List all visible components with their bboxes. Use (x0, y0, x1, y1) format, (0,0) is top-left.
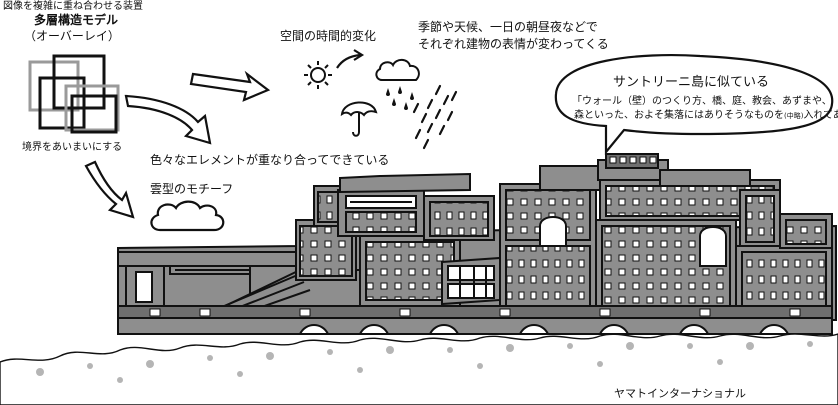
company-credit: ヤマトインターナショナル (614, 387, 746, 400)
cloud-rain-icon (375, 58, 420, 110)
speech-line-2: 森といった、およそ集落にはありそうなものを(中略)入れてある」 (574, 110, 838, 121)
cloud-motif-label: 雲型のモチーフ (150, 182, 234, 196)
speech-bubble (554, 53, 834, 156)
speech-line-1: 「ウォール（壁）のつくり方、橋、庭、教会、あずまや、 (572, 96, 832, 107)
multilayer-title: 多層構造モデル (34, 13, 119, 27)
rain-streaks-icon (412, 84, 458, 150)
speech-title: サントリーニ島に似ている (613, 75, 770, 90)
boundary-note: 境界をあいまいにする (22, 142, 123, 153)
arrow-icon (84, 49, 365, 219)
umbrella-icon (340, 101, 378, 137)
multilayer-subtitle: （オーバーレイ） (24, 29, 120, 43)
elements-note: 色々なエレメントが重なり合ってできている (150, 153, 390, 167)
speech-omission: (中略) (784, 112, 804, 120)
foundation-arches (117, 317, 833, 335)
rocky-shore (0, 333, 838, 405)
battleship-island-buildings (117, 153, 837, 322)
overlay-squares-icon (28, 54, 120, 134)
temporal-title: 空間の時間的変化 (280, 29, 377, 43)
temporal-desc-2: それぞれ建物の表情が変わってくる (418, 37, 609, 51)
cloud-icon (150, 200, 225, 232)
caption-top: 図像を複雑に重ね合わせる装置 (3, 1, 143, 12)
temporal-desc-1: 季節や天候、一日の朝昼夜などで (418, 20, 598, 34)
sun-icon (304, 61, 332, 89)
